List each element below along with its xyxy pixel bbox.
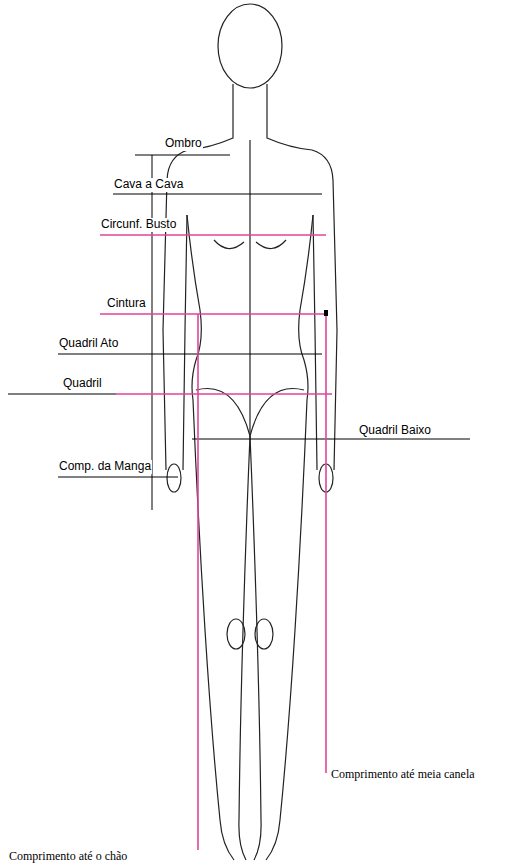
measurement-label: Cintura (106, 297, 147, 311)
measurement-label: Quadril Baixo (358, 424, 432, 438)
measurement-label: Quadril (62, 377, 103, 391)
measurement-label: Quadril Ato (58, 337, 119, 351)
measurement-label: Cava a Cava (113, 178, 184, 192)
measurement-label: Comp. da Manga (58, 460, 152, 474)
measurement-label: Comprimento até o chão (8, 850, 128, 864)
measurement-label: Circunf. Busto (100, 218, 177, 232)
measurement-label: Ombro (164, 137, 203, 151)
measurement-label: Comprimento até meia canela (330, 768, 476, 782)
